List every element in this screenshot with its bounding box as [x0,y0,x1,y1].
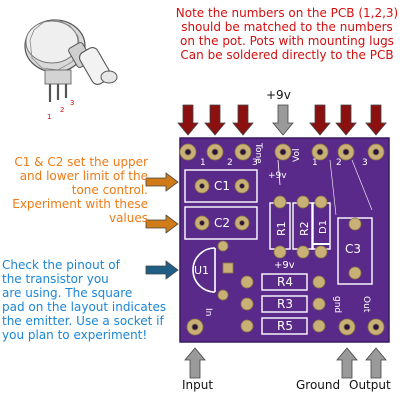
output-label: Output [349,378,391,392]
potentiometer-illustration [24,19,118,102]
red-arrow [309,104,331,136]
pad [240,297,254,311]
r2-label: R2 [298,221,311,236]
pad [234,143,252,161]
pad [311,143,329,161]
pcb-out-label: Out [361,296,371,313]
pcb-pad-number: 3 [252,158,258,168]
pcb-note-line: Can be soldered directly to the PCB [180,48,394,62]
capacitor-note-line: and lower limit of the [19,169,148,183]
red-arrow [204,104,226,136]
c3-label: C3 [345,242,361,256]
pcb-tone-label: Tone [253,142,263,164]
pad [234,215,250,231]
pcb-pad-number: 1 [200,158,206,168]
transistor-note-line: Check the pinout of [2,258,120,272]
pad [179,143,197,161]
capacitor-note: C1 & C2 set the upper and lower limit of… [2,155,148,225]
gray-arrow [336,347,358,379]
capacitor-note-line: Experiment with these [12,197,148,211]
pad [217,240,229,252]
pot-pin-1: 1 [47,113,51,121]
pad [367,143,385,161]
pad [186,318,204,336]
pcb-gnd-label: gnd [332,296,342,313]
supply-label: +9v [266,88,291,102]
pad [240,275,254,289]
pcb-board [179,137,390,343]
pad [194,215,210,231]
orange-arrow [145,172,179,192]
pcb-supply-label: +9v [268,171,287,181]
pad [273,195,287,209]
pcb-supply-label-lower: +9v [274,260,295,271]
pad [312,319,326,333]
d1-label: D1 [318,220,329,234]
gray-arrow [184,347,206,379]
capacitor-note-line: C1 & C2 set the upper [14,155,148,169]
pcb-note: Note the numbers on the PCB (1,2,3) shou… [172,6,402,62]
pad [296,195,310,209]
r4-label: R4 [277,275,293,289]
pot-pin-2: 2 [60,106,64,114]
pcb-in-label: In [203,308,213,316]
input-label: Input [182,378,214,392]
transistor-note-line: are using. The square [2,286,133,300]
c2-label: C2 [214,216,230,230]
pad [194,178,210,194]
pad [222,262,234,274]
pad [217,289,229,301]
red-arrow [232,104,254,136]
gray-arrow [365,347,387,379]
pcb-note-line: on the pot. Pots with mounting lugs [180,34,394,48]
red-arrow [177,104,199,136]
r3-label: R3 [277,297,293,311]
pcb-note-line: should be matched to the numbers [181,20,393,34]
pcb-pad-number: 2 [336,158,342,168]
red-arrow [365,104,387,136]
pcb-pads [179,143,385,336]
r1-label: R1 [275,221,288,236]
blue-arrow [145,260,179,280]
pad [348,266,362,280]
transistor-note-line: you plan to experiment! [2,328,148,342]
transistor-note-line: the emitter. Use a socket if [2,314,164,328]
pcb-vol-label: Vol [292,149,302,162]
capacitor-note-line: tone control. [71,183,148,197]
pcb-pad-number: 2 [227,158,233,168]
transistor-note-line: pad on the layout indicates [2,300,167,314]
pad [337,143,355,161]
pcb-note-line: Note the numbers on the PCB (1,2,3) [175,6,399,20]
c1-label: C1 [214,179,230,193]
pad [296,245,310,259]
top-arrows [177,104,387,136]
ground-label: Ground [296,378,341,392]
orange-arrow [145,214,179,234]
transistor-note-line: the transistor you [2,272,109,286]
red-arrow [335,104,357,136]
pot-pin-3: 3 [70,99,74,107]
pcb-silkscreen: 1 2 3 1 2 3 Tone Vol +9v C1 C2 C3 R1 R2 … [194,142,371,333]
pad [274,143,292,161]
pcb-pad-number: 3 [362,158,368,168]
pad [314,245,328,259]
gray-arrow [272,104,294,136]
pad [338,318,356,336]
capacitor-note-line: values [108,211,148,225]
pad [314,195,328,209]
pad [240,319,254,333]
pad [348,217,362,231]
pad [206,143,224,161]
transistor-note: Check the pinout of the transistor you a… [2,258,168,342]
u1-label: U1 [194,264,209,277]
pad [234,178,250,194]
r5-label: R5 [277,319,293,333]
pad [273,245,287,259]
pad [312,297,326,311]
pad [312,275,326,289]
pad [367,318,385,336]
pcb-pad-number: 1 [312,158,318,168]
